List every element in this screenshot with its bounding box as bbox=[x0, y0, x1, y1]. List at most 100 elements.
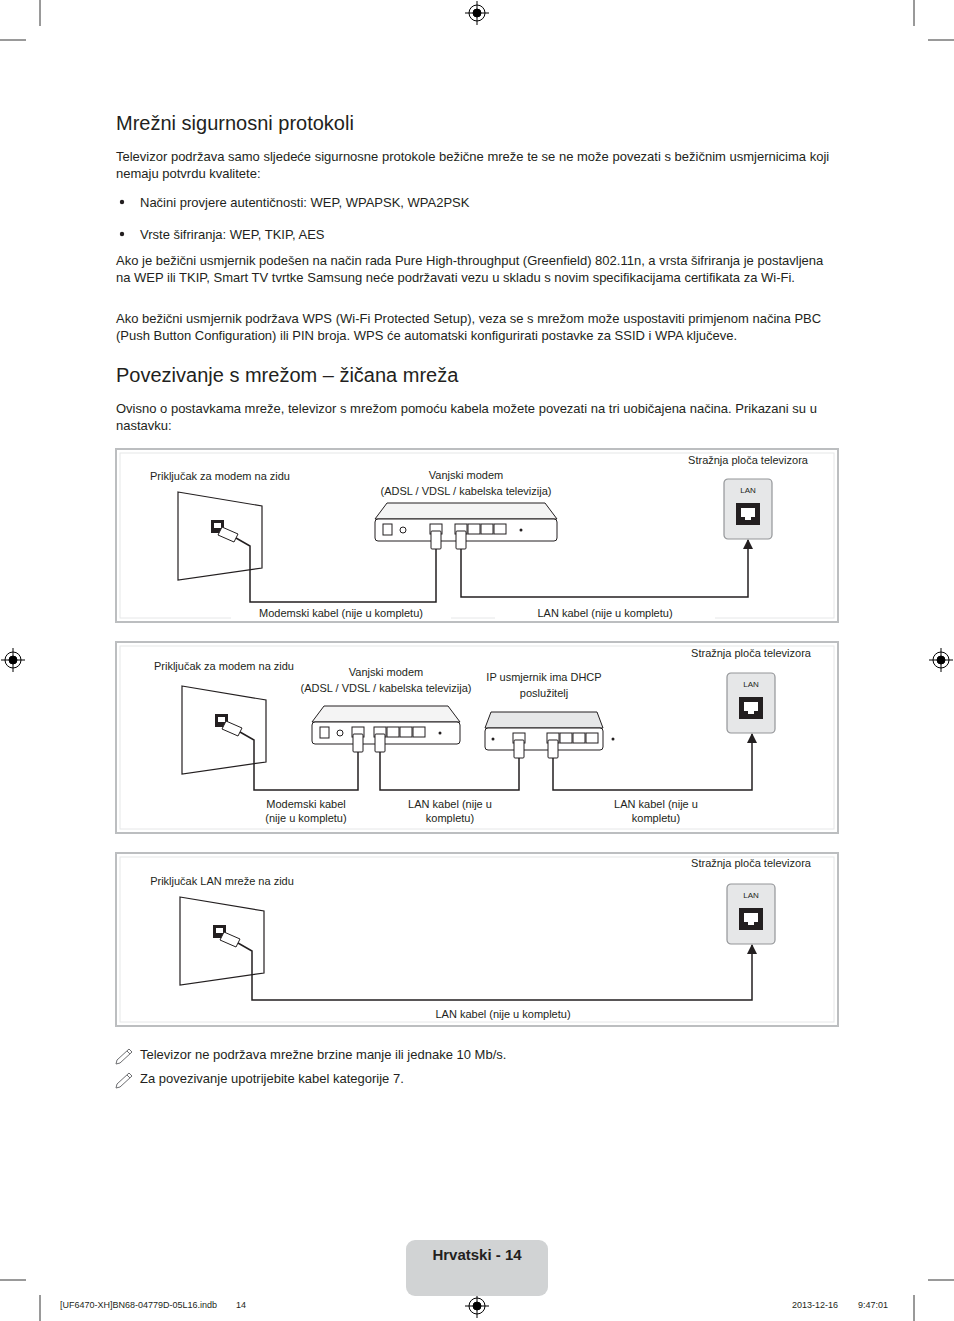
cable-lead bbox=[236, 538, 250, 580]
cable-label: LAN kabel (nije u kompletu) bbox=[400, 797, 500, 825]
lan-port bbox=[400, 727, 412, 737]
lan-socket bbox=[739, 697, 763, 719]
jack-slot bbox=[218, 717, 225, 722]
cable-plug bbox=[375, 734, 385, 752]
footer-tab bbox=[406, 1240, 548, 1296]
page-number: Hrvatski - 14 bbox=[406, 1245, 548, 1265]
node-heading: Priključak za modem na zidu bbox=[139, 658, 309, 674]
status-led bbox=[439, 732, 442, 735]
tv-back-panel: Stražnja ploča televizoraLAN bbox=[726, 883, 776, 945]
bullet-dots bbox=[120, 200, 124, 236]
device-name: Stražnja ploča televizora bbox=[676, 645, 826, 661]
cable-lead bbox=[518, 758, 520, 762]
lan-port bbox=[560, 733, 572, 743]
cable-plug bbox=[222, 721, 242, 736]
device-front bbox=[485, 728, 603, 750]
node-heading: Stražnja ploča televizora bbox=[676, 855, 826, 871]
bullet-text: Vrste šifriranja: WEP, TKIP, AES bbox=[140, 227, 840, 244]
device-subtitle: (ADSL / VDSL / kabelska televizija) bbox=[291, 680, 481, 696]
paragraph: Ako je bežični usmjernik podešen na nači… bbox=[116, 253, 838, 286]
cable-plug bbox=[220, 932, 240, 947]
print-time: 9:47:01 bbox=[858, 1299, 908, 1311]
wall-outlet: Priključak LAN mreže na zidu bbox=[180, 897, 264, 985]
lan-port bbox=[494, 524, 506, 534]
cable-connector bbox=[380, 762, 519, 790]
router-box: IP usmjernik ima DHCP poslužitelj bbox=[485, 712, 603, 762]
modem-device bbox=[312, 706, 460, 762]
cable-plug bbox=[548, 740, 558, 758]
node-heading: Stražnja ploča televizora bbox=[676, 645, 826, 661]
tv-back-panel: Stražnja ploča televizoraLAN bbox=[726, 672, 776, 734]
lan-port bbox=[481, 524, 493, 534]
device-top bbox=[312, 706, 460, 722]
device-top bbox=[485, 712, 603, 728]
device-name: Stražnja ploča televizora bbox=[673, 452, 823, 468]
node-heading: Priključak LAN mreže na zidu bbox=[137, 873, 307, 889]
device-name: Priključak za modem na zidu bbox=[139, 658, 309, 674]
lan-socket bbox=[739, 908, 763, 930]
power-switch bbox=[320, 727, 329, 738]
node-heading: Priključak za modem na zidu bbox=[135, 468, 305, 484]
paragraph: Televizor podržava samo sljedeće sigurno… bbox=[116, 149, 838, 182]
wall-surface bbox=[178, 492, 262, 580]
wall-surface bbox=[180, 897, 264, 985]
socket-latch bbox=[748, 922, 754, 925]
cable-lead bbox=[357, 752, 359, 762]
note-icons bbox=[116, 1049, 132, 1088]
port-label: LAN bbox=[726, 680, 776, 690]
socket-slot bbox=[744, 913, 758, 922]
page-heading: Mrežni sigurnosni protokoli bbox=[116, 110, 354, 136]
lan-socket bbox=[736, 503, 760, 525]
cable-label: LAN kabel (nije u kompletu) bbox=[495, 606, 715, 620]
lan-port bbox=[586, 733, 598, 743]
cable-label: LAN kabel (nije u kompletu) bbox=[393, 1007, 613, 1021]
port-label: LAN bbox=[726, 891, 776, 901]
device-name: Priključak za modem na zidu bbox=[135, 468, 305, 484]
panel-plate bbox=[727, 884, 775, 944]
power-jack bbox=[337, 730, 343, 736]
socket-latch bbox=[745, 517, 751, 520]
diagram-frames bbox=[116, 449, 838, 1026]
node-heading: IP usmjernik ima DHCP poslužitelj bbox=[481, 669, 607, 701]
cable-plug bbox=[514, 740, 524, 758]
wall-surface bbox=[182, 686, 266, 774]
print-file: [UF6470-XH]BN68-04779D-05L16.indb bbox=[60, 1299, 260, 1311]
status-led bbox=[520, 529, 523, 532]
print-page: 14 bbox=[236, 1299, 266, 1311]
device-name: Stražnja ploča televizora bbox=[676, 855, 826, 871]
status-led bbox=[492, 738, 495, 741]
lan-port bbox=[468, 524, 480, 534]
paragraph: Ovisno o postavkama mreže, televizor s m… bbox=[116, 401, 838, 434]
cable-connector bbox=[461, 540, 748, 597]
socket-slot bbox=[744, 702, 758, 711]
router-device bbox=[485, 712, 603, 762]
device-name: Vanjski modem bbox=[291, 664, 481, 680]
print-date: 2013-12-16 bbox=[792, 1299, 856, 1311]
cable-plug bbox=[353, 734, 363, 752]
socket-latch bbox=[748, 711, 754, 714]
cable-lead bbox=[435, 549, 437, 569]
cable-lead bbox=[460, 549, 462, 569]
wall-outlet bbox=[182, 686, 266, 774]
paragraph: Ako bežični usmjernik podržava WPS (Wi-F… bbox=[116, 311, 838, 344]
lan-port bbox=[573, 733, 585, 743]
jack-slot bbox=[216, 928, 223, 933]
note-text: Televizor ne podržava mrežne brzine manj… bbox=[140, 1047, 840, 1064]
cable-label: Modemski kabel (nije u kompletu) bbox=[231, 606, 451, 620]
device-name: Priključak LAN mreže na zidu bbox=[137, 873, 307, 889]
panel-plate bbox=[724, 479, 772, 539]
wall-outlet: Priključak za modem na zidu bbox=[182, 686, 266, 774]
port-label: LAN bbox=[723, 486, 773, 496]
power-switch bbox=[383, 524, 392, 535]
power-jack bbox=[400, 527, 406, 533]
cable-lead bbox=[238, 943, 252, 985]
cable-lead bbox=[240, 732, 254, 774]
wall-outlet bbox=[180, 897, 264, 985]
device-front bbox=[312, 722, 460, 744]
cable-plug bbox=[218, 527, 238, 542]
modem-device bbox=[375, 503, 557, 569]
panel-plate bbox=[727, 673, 775, 733]
cable-label: Modemski kabel (nije u kompletu) bbox=[256, 797, 356, 825]
